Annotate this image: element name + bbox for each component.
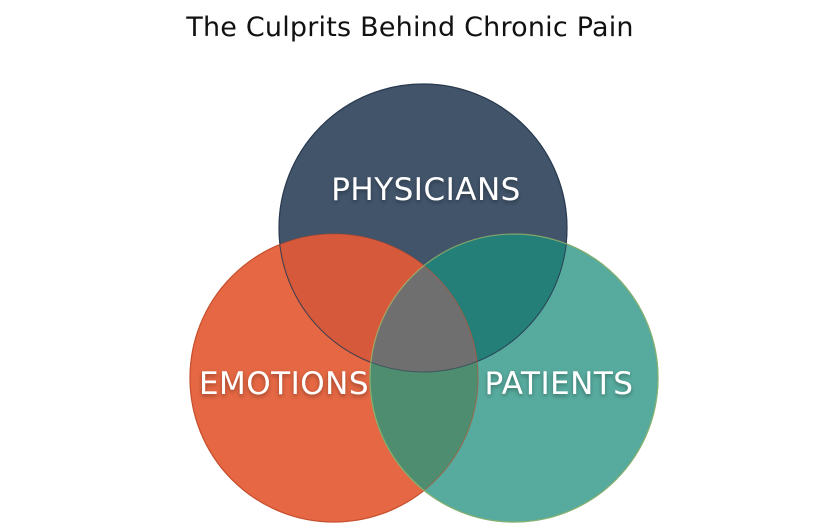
diagram-title: The Culprits Behind Chronic Pain [186, 12, 634, 43]
physicians-label: PHYSICIANS [331, 172, 521, 208]
overlap-center [370, 234, 478, 372]
emotions-label: EMOTIONS [199, 366, 369, 402]
patients-label: PATIENTS [485, 366, 634, 402]
